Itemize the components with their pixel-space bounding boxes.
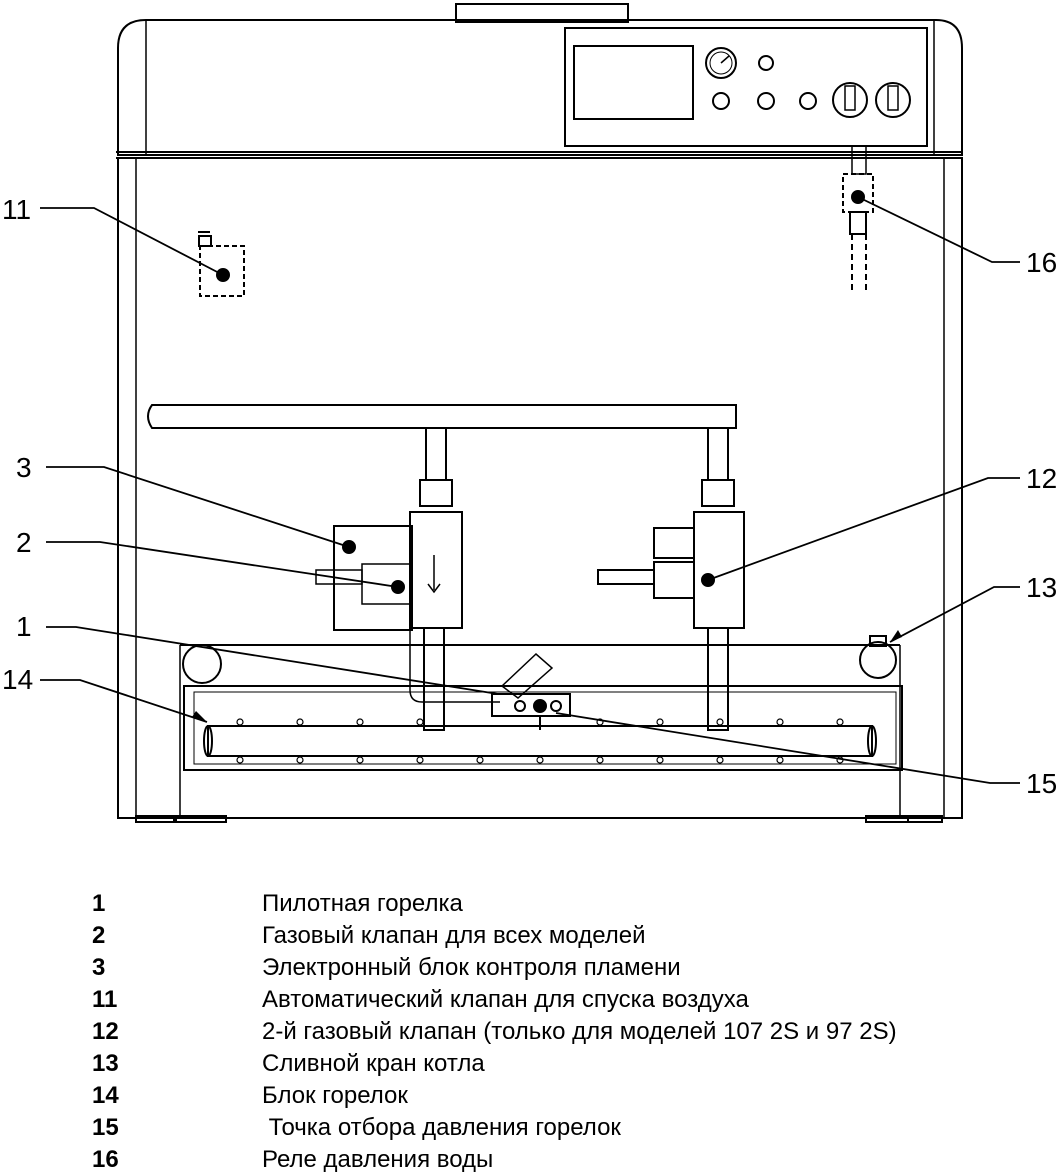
gas-manifold-pipe (147, 404, 737, 429)
burner-block-frame (183, 685, 903, 771)
pilot-burner-icon (491, 652, 571, 730)
leader-lines (40, 196, 1020, 784)
legend-number: 14 (92, 1082, 119, 1109)
control-button-icon (712, 92, 730, 110)
legend-row: 12 2-й газовый клапан (только для моделе… (0, 1016, 1064, 1048)
pressure-gauge-icon (705, 47, 737, 79)
legend-description: Блок горелок (262, 1082, 408, 1109)
callout-12: 12 (1026, 463, 1058, 494)
legend-description: Реле давления воды (262, 1146, 494, 1173)
legend-description: Точка отбора давления горелок (262, 1114, 621, 1141)
callout-15: 15 (1026, 768, 1058, 799)
legend-row: 3 Электронный блок контроля пламени (0, 952, 1064, 984)
legend-number: 1 (92, 890, 106, 917)
legend-description: Сливной кран котла (262, 1050, 485, 1077)
water-pressure-switch-icon (842, 145, 874, 290)
legend-number: 13 (92, 1050, 119, 1077)
callout-13: 13 (1026, 572, 1058, 603)
legend-row: 13 Сливной кран котла (0, 1048, 1064, 1080)
air-vent-valve-icon (198, 231, 245, 297)
boiler-top-cover (117, 19, 963, 156)
legend-row: 14 Блок горелок (0, 1080, 1064, 1112)
legend-description: Газовый клапан для всех моделей (262, 922, 646, 949)
control-panel (564, 27, 928, 147)
legend-description: Автоматический клапан для спуска воздуха (262, 986, 749, 1013)
legend-row: 2 Газовый клапан для всех моделей (0, 920, 1064, 952)
legend-number: 12 (92, 1018, 119, 1045)
callout-3: 3 (16, 452, 32, 483)
control-knob-icon (832, 82, 868, 118)
top-flue-tab (455, 3, 629, 23)
legend-number: 15 (92, 1114, 119, 1141)
legend-row: 11 Автоматический клапан для спуска возд… (0, 984, 1064, 1016)
callout-11: 11 (2, 194, 32, 225)
burner-block (207, 725, 873, 757)
legend-number: 16 (92, 1146, 119, 1173)
gas-valve-body (409, 511, 463, 629)
callout-1: 1 (16, 611, 32, 642)
legend-row: 1 Пилотная горелка (0, 888, 1064, 920)
callout-16: 16 (1026, 247, 1058, 278)
callout-2: 2 (16, 527, 32, 558)
legend-number: 3 (92, 954, 106, 981)
legend-row: 16 Реле давления воды (0, 1144, 1064, 1176)
legend-description: Пилотная горелка (262, 890, 463, 917)
display-screen (573, 45, 694, 120)
legend-description: 2-й газовый клапан (только для моделей 1… (262, 1018, 897, 1045)
boiler-foot (135, 815, 175, 823)
legend-number: 2 (92, 922, 106, 949)
boiler-diagram (40, 3, 1020, 823)
legend-number: 11 (92, 986, 118, 1013)
callout-14: 14 (2, 664, 34, 695)
legend-row: 15 Точка отбора давления горелок (0, 1112, 1064, 1144)
burner-screws (236, 718, 844, 764)
drain-tap-icon (859, 641, 897, 679)
legend-description: Электронный блок контроля пламени (262, 954, 681, 981)
